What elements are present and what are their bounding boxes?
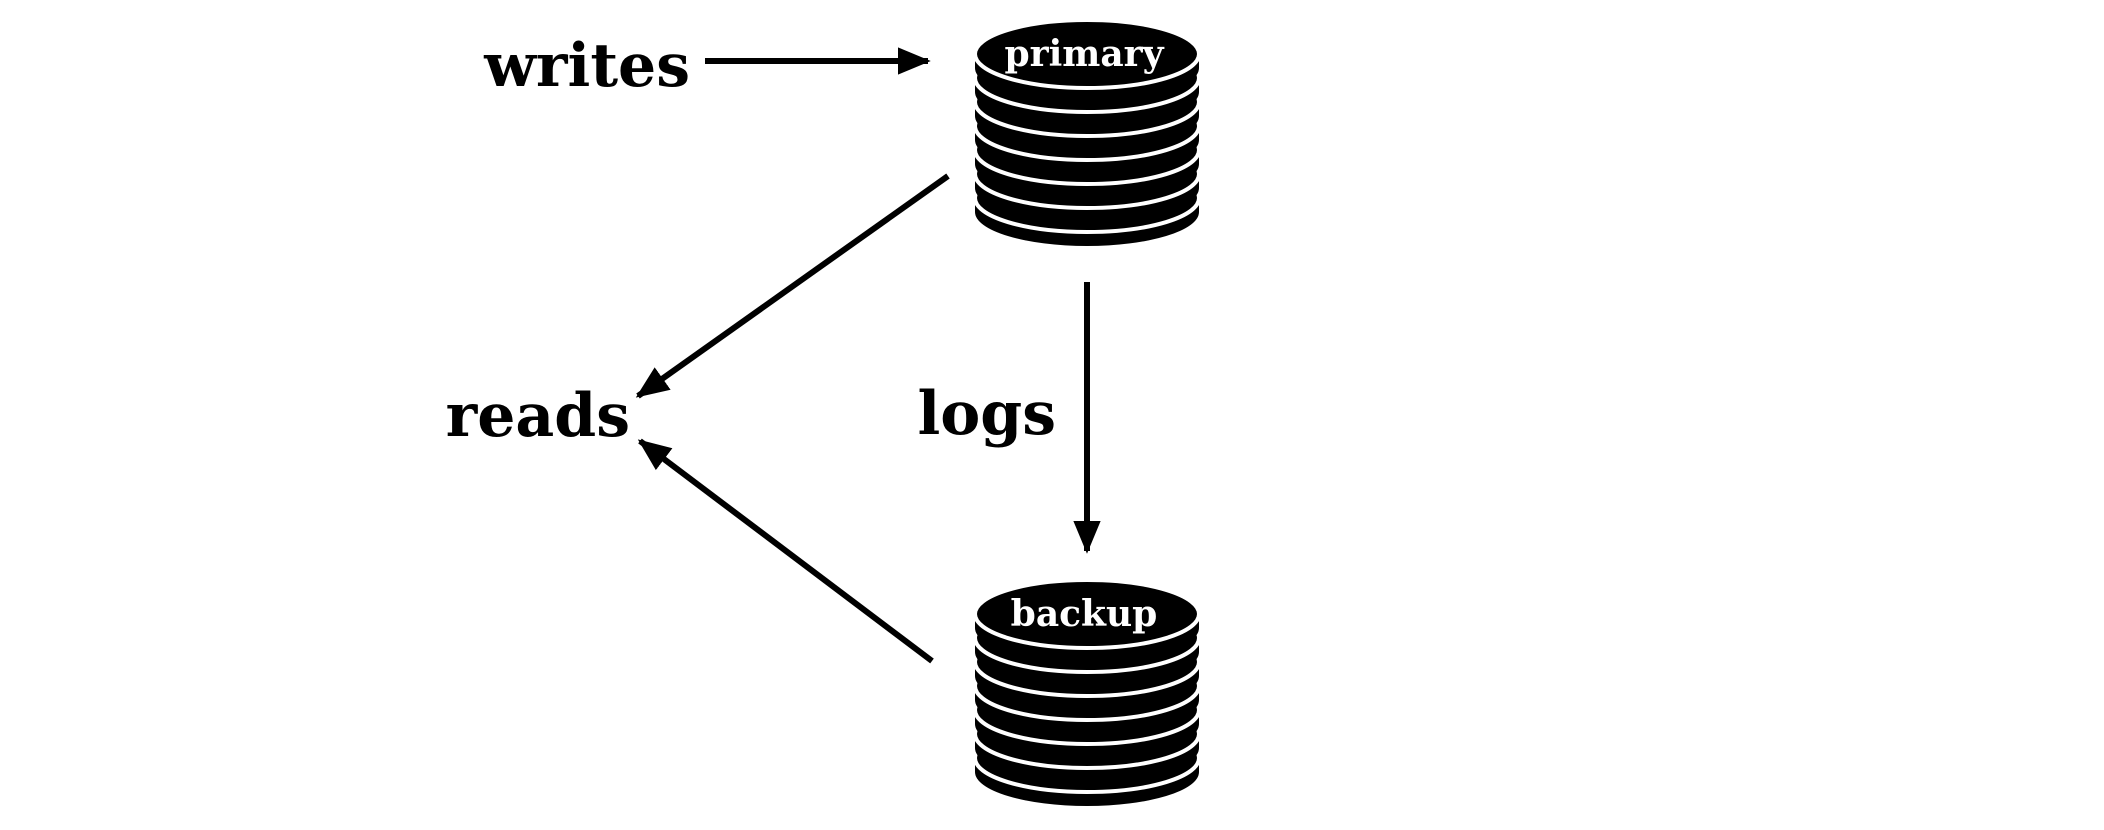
- arrow-backup-to-reads: [637, 438, 934, 664]
- backup-database-icon: [973, 578, 1201, 806]
- backup-database-label: backup: [1011, 593, 1158, 635]
- backup-database-disk-top: [973, 578, 1201, 650]
- primary-database-label: primary: [1004, 33, 1164, 75]
- edges: [635, 47, 1101, 664]
- writes-label: writes: [483, 31, 690, 101]
- arrow-primary-to-reads: [635, 173, 950, 399]
- primary-database-icon: [973, 18, 1201, 246]
- logs-label: logs: [917, 379, 1056, 449]
- primary-database-disk-top: [973, 18, 1201, 90]
- reads-label: reads: [446, 381, 630, 451]
